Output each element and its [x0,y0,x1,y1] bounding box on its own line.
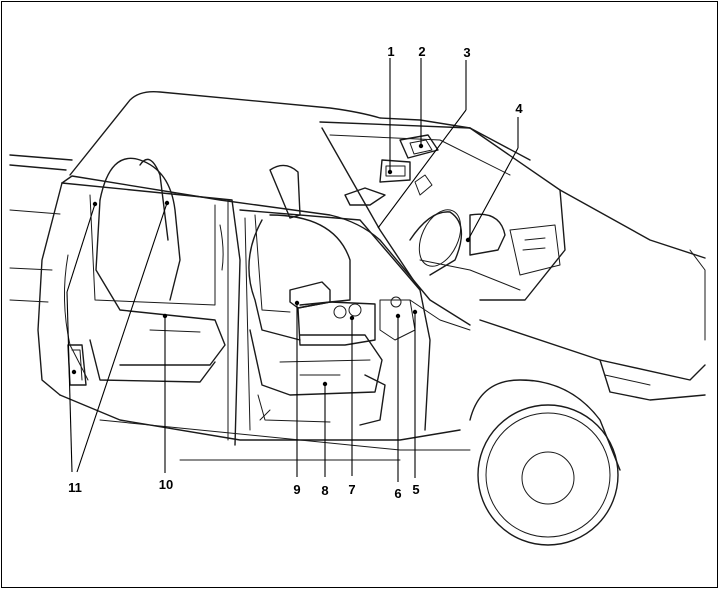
callout-9: 9 [293,482,300,497]
callout-3: 3 [463,45,470,60]
callout-2: 2 [418,44,425,59]
callout-4: 4 [515,101,523,116]
callout-1: 1 [387,44,394,59]
callout-10: 10 [159,477,173,492]
center-console [290,203,520,345]
callout-labels: 1 2 3 4 5 6 7 8 9 10 11 [68,44,523,501]
callout-11: 11 [68,480,82,495]
callout-8: 8 [321,483,328,498]
callout-6: 6 [394,486,401,501]
rear-seat [64,158,225,385]
callout-7: 7 [348,482,355,497]
vehicle-body [10,92,705,545]
overhead-modules [345,135,438,205]
callout-5: 5 [412,482,419,497]
leader-lines [67,58,518,482]
